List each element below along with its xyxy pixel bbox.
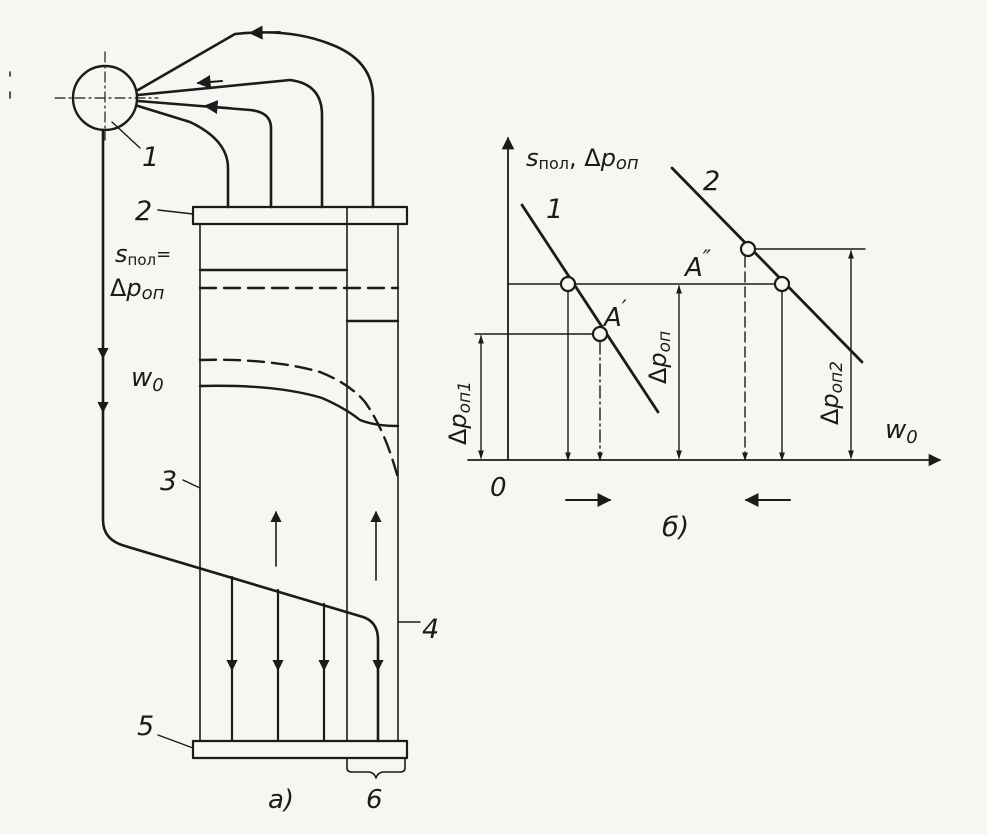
panel-b-caption: б) [662, 512, 689, 543]
origin-label: 0 [490, 473, 507, 503]
point-a1 [591, 325, 609, 343]
riser-tube-leader [182, 479, 201, 489]
velocity-profile-solid [198, 384, 400, 428]
riser-pipe-4 [136, 31, 375, 209]
main-downcomer [101, 128, 380, 743]
flow-arrow-pipe-4 [248, 25, 281, 40]
riser-pipes [136, 25, 375, 209]
curve-2 [670, 166, 864, 364]
point-a2 [739, 240, 757, 258]
point-a2-label: A″ [683, 247, 712, 283]
tube-6-brace [346, 757, 406, 779]
drum-label: 1 [142, 142, 159, 173]
riser-pipe-2 [136, 99, 273, 209]
dp-label: Δpоп [644, 331, 675, 384]
panel-a-caption: а) [268, 785, 294, 815]
velocity-profile-dashed [198, 358, 400, 480]
right-panel [467, 136, 942, 507]
y-axis-label: sпол, Δpоп [526, 144, 639, 174]
riser-pipe-3 [136, 78, 324, 209]
point-curve2-dp [773, 275, 791, 293]
riser-pipe-1 [136, 104, 230, 209]
s-dp-label-line1: sпол= [115, 240, 171, 269]
upper-header-leader [157, 209, 194, 215]
point-curve1-dp [559, 275, 577, 293]
point-a1-label: A′ [602, 297, 627, 333]
curve-1 [520, 203, 660, 414]
upper-header [191, 205, 409, 226]
dp2-label: Δpоп2 [816, 361, 847, 425]
flow-arrow-pipe-2 [203, 100, 231, 114]
drum [9, 51, 159, 141]
curve-1-label: 1 [546, 194, 563, 225]
lower-header [191, 739, 409, 760]
group-label: 6 [366, 785, 383, 815]
x-axis-label: w0 [885, 415, 918, 448]
s-dp-label-line2: Δpоп [110, 274, 165, 304]
flow-arrow-pipe-3 [196, 74, 223, 89]
w0-label: w0 [131, 363, 164, 396]
lower-header-leader [157, 734, 194, 749]
riser-tube-label: 3 [160, 466, 177, 497]
downcomer-label: 4 [422, 614, 439, 645]
drum-leader [111, 121, 141, 149]
dp1-label: Δpоп1 [444, 381, 475, 445]
left-panel [9, 25, 421, 779]
upper-header-label: 2 [135, 196, 152, 227]
curve-2-label: 2 [703, 166, 720, 197]
lower-header-label: 5 [137, 711, 154, 742]
